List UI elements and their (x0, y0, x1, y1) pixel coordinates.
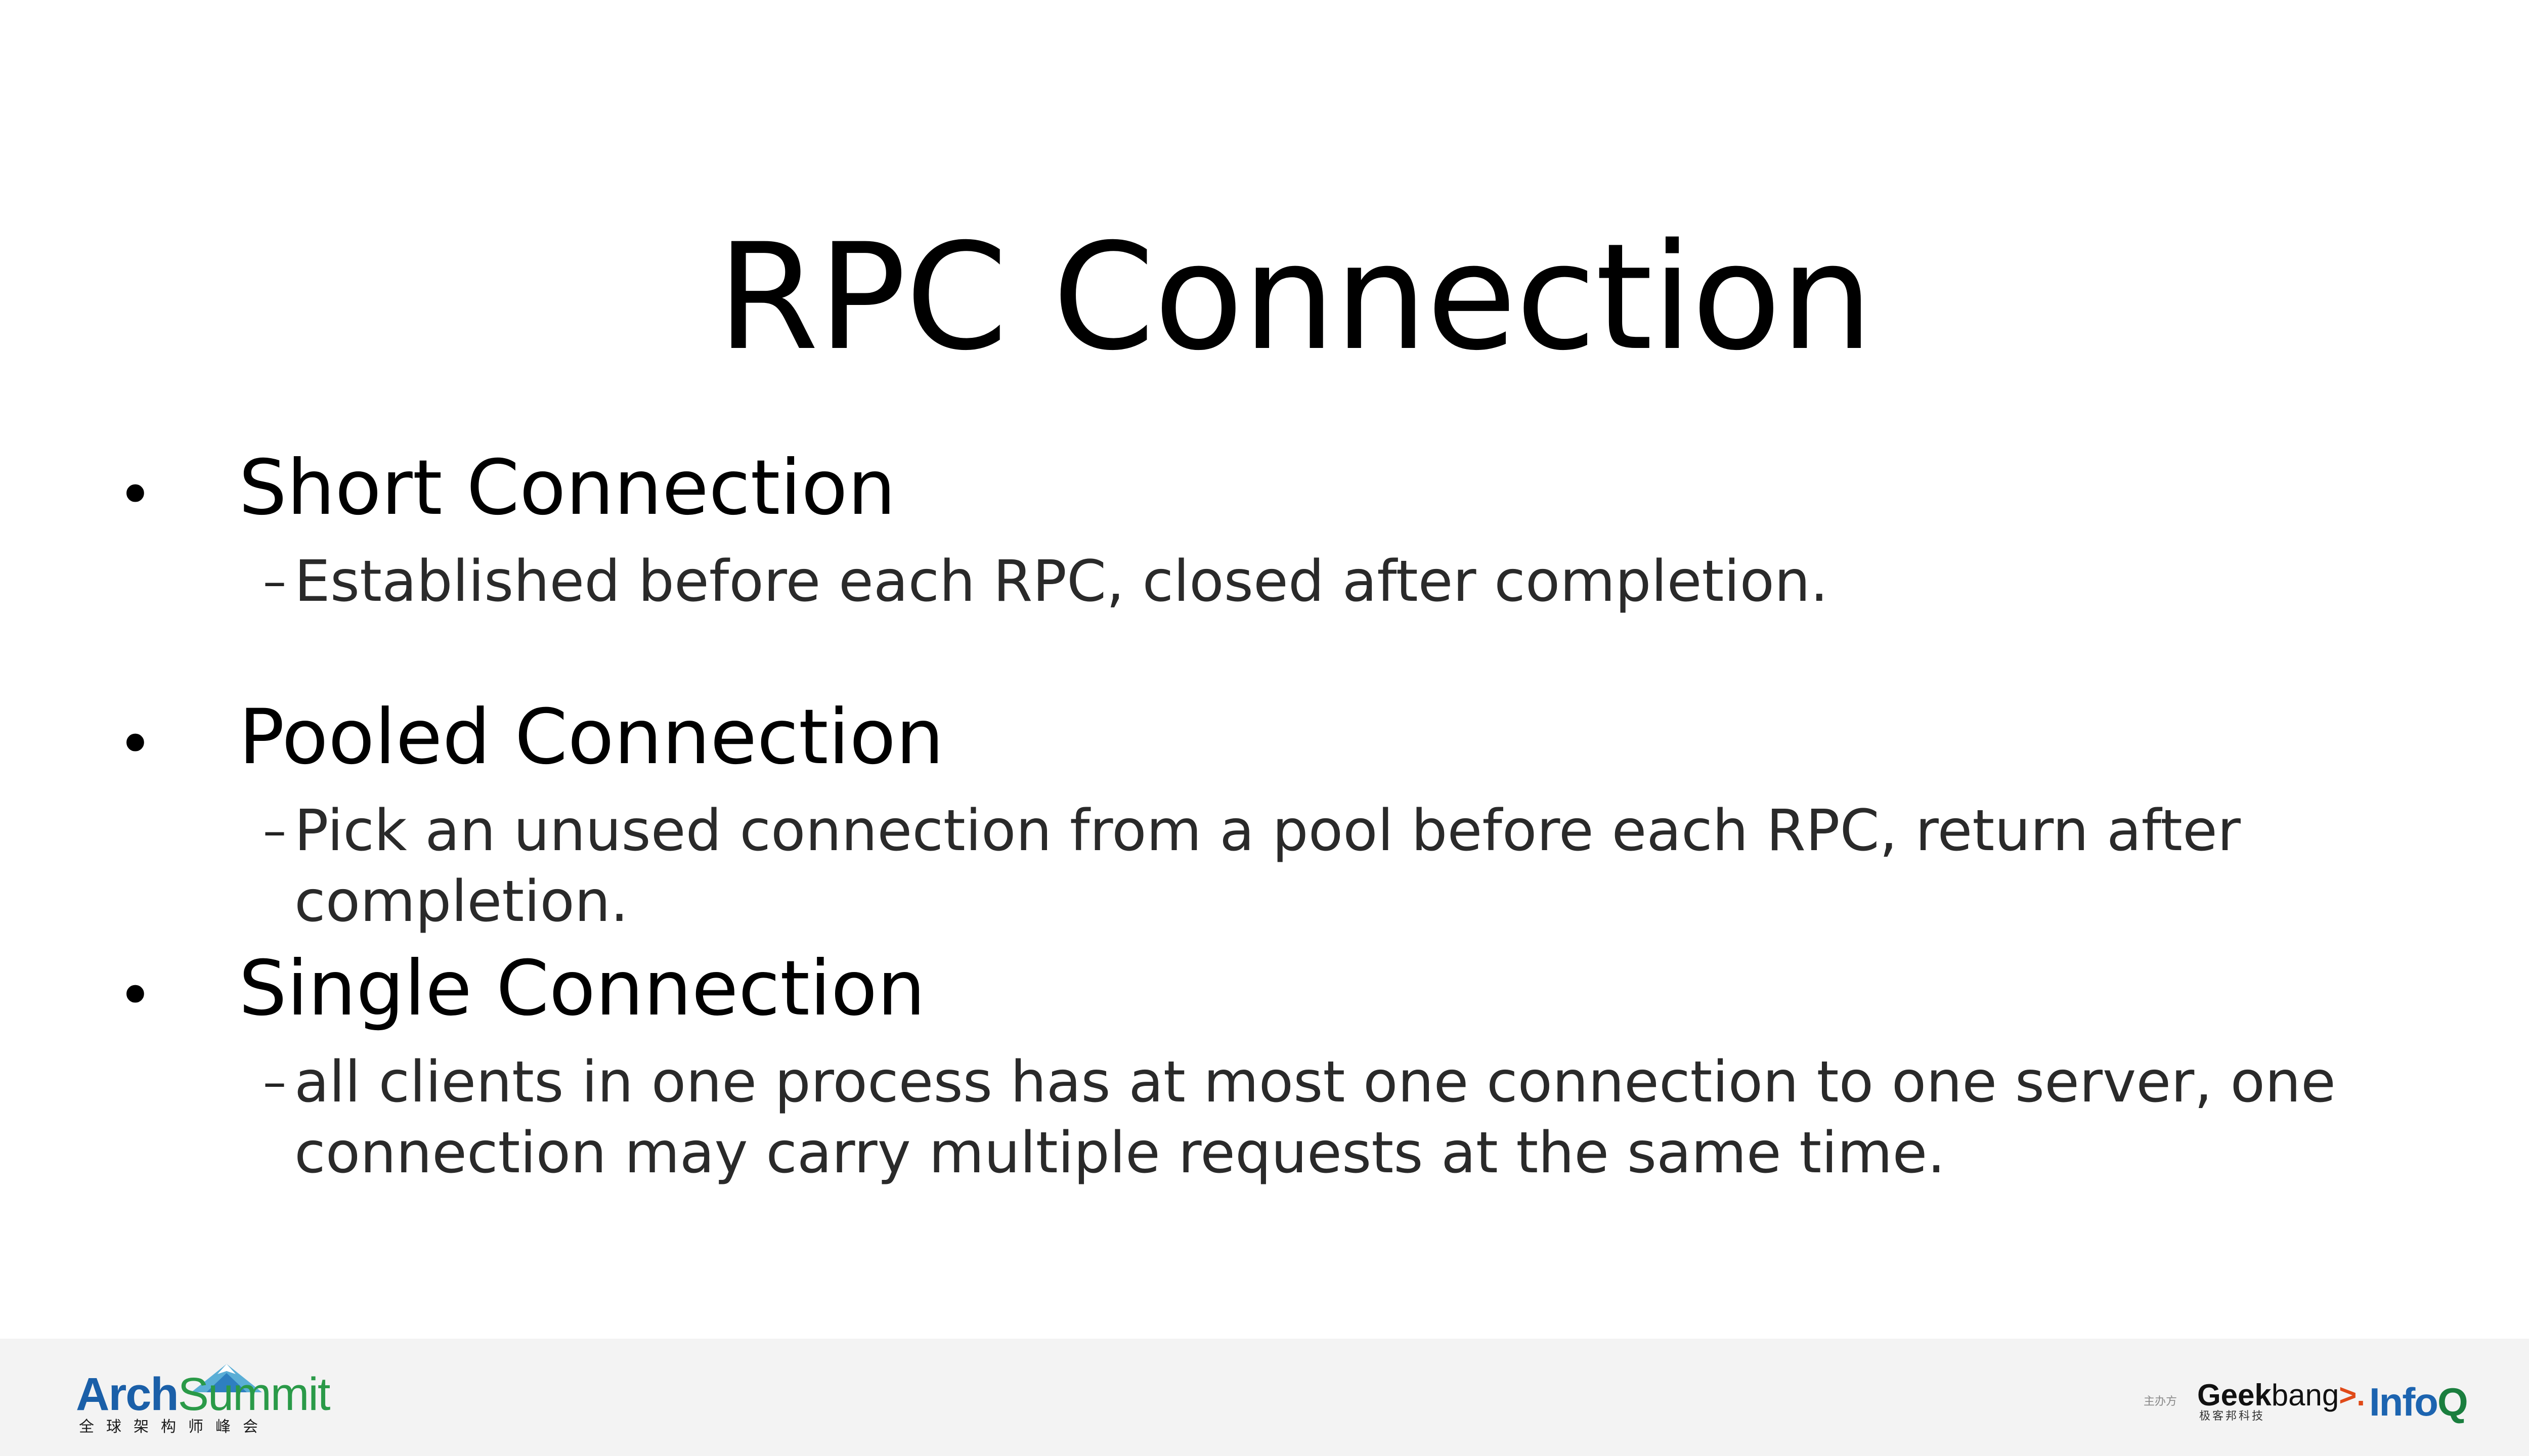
mountain-peak-icon (191, 1364, 262, 1392)
geekbang-arrow: >. (2339, 1378, 2365, 1412)
geekbang-subtitle: 极客邦科技 (2199, 1410, 2265, 1423)
geekbang-word-bang: bang (2271, 1378, 2339, 1412)
archsummit-subtitle: 全球架构师峰会 (79, 1418, 270, 1436)
archsummit-word-arch: Arch (76, 1369, 179, 1420)
sponsor-logos: 主办方 Geekbang>. 极客邦科技 InfoQ (2144, 1379, 2488, 1430)
bullet-heading: Short Connection (239, 444, 896, 532)
archsummit-word-summit: Summit (178, 1369, 331, 1420)
bullet-marker: • (117, 460, 153, 531)
bullet-detail-line-1: all clients in one process has at most o… (294, 1049, 2336, 1115)
bullet-heading: Pooled Connection (239, 693, 944, 781)
infoq-word-q: Q (2437, 1380, 2468, 1424)
bullet-detail-line-2: connection may carry multiple requests a… (294, 1120, 1945, 1186)
bullet-detail: Pick an unused connection from a pool be… (294, 798, 2241, 935)
bullet-detail: Established before each RPC, closed afte… (294, 549, 1828, 614)
slide-title: RPC Connection (717, 212, 1873, 383)
sub-bullet-marker: – (263, 1055, 286, 1109)
geekbang-logo: Geekbang>. 极客邦科技 (2197, 1378, 2365, 1423)
bullet-marker: • (117, 710, 153, 780)
sub-bullet-marker: – (263, 804, 286, 858)
bullet-heading: Single Connection (239, 945, 926, 1033)
geekbang-word-geek: Geek (2197, 1378, 2272, 1412)
sponsor-label: 主办方 (2144, 1395, 2177, 1408)
footer-bar: ArchSummit 全球架构师峰会 主办方 Geekbang>. 极客邦科技 … (0, 1339, 2529, 1456)
sub-bullet-marker: – (263, 554, 286, 608)
infoq-logo: InfoQ (2369, 1379, 2468, 1425)
archsummit-logo: ArchSummit 全球架构师峰会 (76, 1363, 330, 1436)
bullet-marker: • (117, 961, 153, 1031)
archsummit-wordmark: ArchSummit (76, 1369, 331, 1420)
infoq-word-info: Info (2369, 1380, 2438, 1424)
